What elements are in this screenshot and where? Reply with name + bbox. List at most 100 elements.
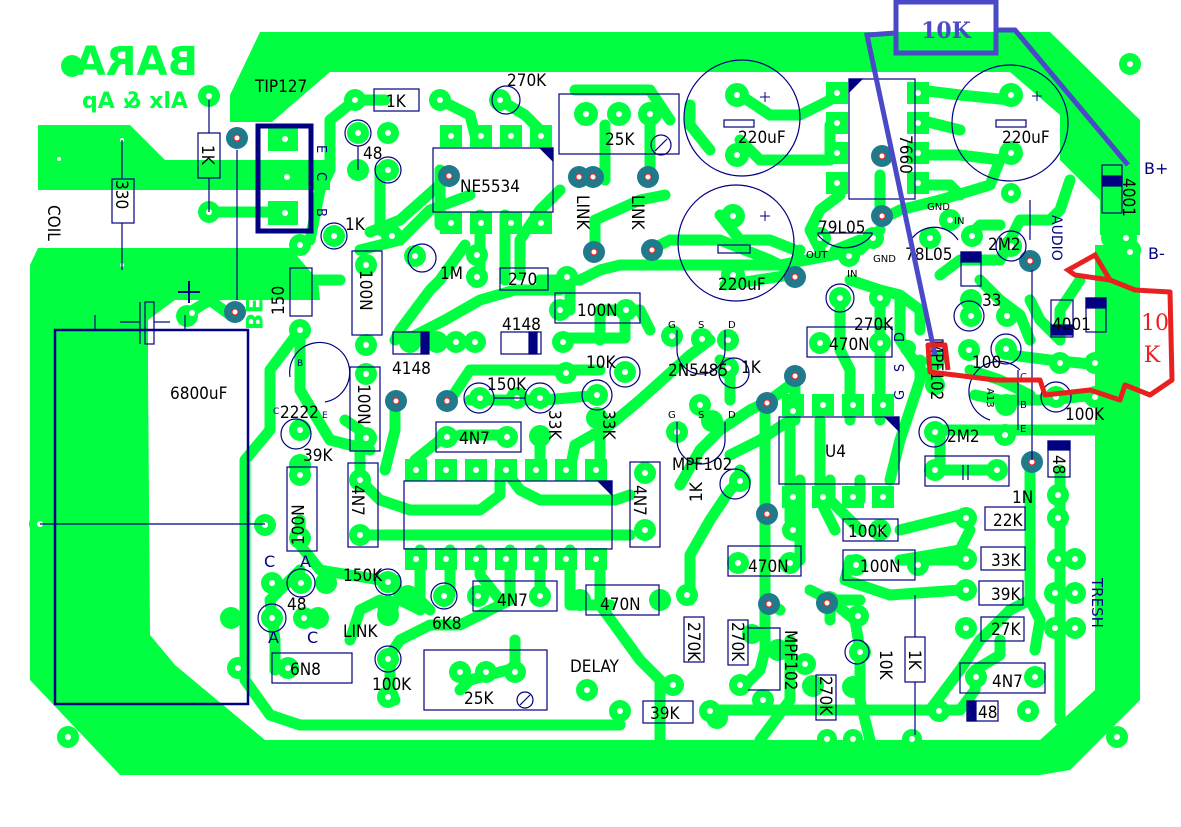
label-cap6800uf: 6800uF bbox=[170, 384, 227, 404]
label-tip127: TIP127 bbox=[254, 77, 307, 97]
label-fet-d: D bbox=[893, 332, 908, 342]
label-c4n7-a: 4N7 bbox=[459, 429, 490, 449]
label-qa13-b: B bbox=[1020, 400, 1027, 411]
label-c100n-d: 100N bbox=[289, 504, 309, 545]
label-r150k-b: 150K bbox=[343, 566, 383, 586]
label-led-a2: A bbox=[268, 628, 279, 647]
label-79l05-out: OUT bbox=[806, 250, 828, 261]
label-link-c: LINK bbox=[343, 622, 378, 642]
label-q2222: 2222 bbox=[280, 403, 319, 423]
silkscreen bbox=[40, 59, 1123, 735]
label-diode4001-b: 4001 bbox=[1052, 315, 1091, 335]
label-tip-c: C bbox=[313, 172, 328, 181]
label-c4n7-f: 4N7 bbox=[992, 672, 1023, 692]
vias bbox=[224, 127, 1043, 615]
label-r100k-c: 100K bbox=[372, 675, 412, 695]
label-r39k-a: 39K bbox=[303, 446, 333, 466]
label-tresh: TRESH bbox=[1088, 577, 1106, 628]
label-r150: 150 bbox=[269, 286, 289, 315]
label-q2222-b: B bbox=[297, 359, 303, 369]
label-r39k-b: 39K bbox=[991, 585, 1021, 605]
label-qa13-e: E bbox=[1020, 424, 1026, 435]
label-tip-e: E bbox=[313, 145, 328, 153]
label-qa13: A13 bbox=[984, 388, 995, 408]
label-78l05-gnd: GND bbox=[927, 202, 950, 213]
label-diode4001-a: 4001 bbox=[1118, 178, 1138, 217]
label-r1k-f: 1K bbox=[904, 650, 924, 671]
label-jfet2-d: D bbox=[728, 410, 736, 421]
label-r33: 33 bbox=[982, 291, 1001, 311]
component-labels: TIP127 1K 330 1K 48 1K 270K NE5534 25K L… bbox=[111, 71, 1138, 724]
label-jfet1-g: G bbox=[668, 320, 676, 331]
label-c470n-a: 470N bbox=[829, 335, 870, 355]
red-10-label: 10 bbox=[1141, 311, 1169, 336]
tip127-outline bbox=[255, 123, 314, 234]
traces bbox=[179, 84, 1106, 746]
label-r1k-e: 1K bbox=[687, 481, 707, 502]
cap-6800uf-outline bbox=[53, 328, 250, 706]
label-c100n-b: 100N bbox=[577, 301, 618, 321]
top-ground-band bbox=[230, 32, 1140, 235]
label-r10k-b: 10K bbox=[875, 650, 895, 680]
label-r270: 270 bbox=[508, 270, 537, 290]
label-b-plus: B+ bbox=[1144, 159, 1168, 178]
label-audio: AUDIO bbox=[1048, 215, 1064, 261]
label-cap220uf-b: 220uF bbox=[718, 275, 766, 295]
label-b-minus: B- bbox=[1148, 244, 1165, 263]
main-ground-plane bbox=[30, 245, 1140, 775]
label-r1m: 1M bbox=[440, 264, 463, 284]
label-r1k-b: 1K bbox=[386, 92, 407, 112]
label-pot25k-b: 25K bbox=[464, 689, 494, 709]
label-jfet1-s: S bbox=[698, 320, 704, 331]
label-r150k-a: 150K bbox=[487, 375, 527, 395]
label-r270k-d: 270K bbox=[727, 622, 747, 662]
label-r270k-e: 270K bbox=[815, 676, 835, 716]
label-c1n: 1N bbox=[1012, 488, 1033, 508]
label-ic7660: 7660 bbox=[895, 135, 915, 174]
label-r22k: 22K bbox=[993, 511, 1023, 531]
label-mpf102-a: MPF102 bbox=[672, 455, 732, 475]
label-pot25k-a: 25K bbox=[605, 130, 635, 150]
label-r1k-d: 1K bbox=[741, 358, 762, 378]
label-tip-b: B bbox=[313, 208, 328, 217]
blue-lead-right bbox=[996, 27, 1130, 167]
label-c48-a: 48 bbox=[363, 144, 382, 164]
label-jfet2-g: G bbox=[668, 410, 676, 421]
label-q2222-c: C bbox=[273, 407, 279, 417]
ne5534-outline bbox=[432, 147, 554, 213]
label-r39k-c: 39K bbox=[650, 704, 680, 724]
label-led-a1: A bbox=[300, 552, 311, 571]
title-line1: BARA bbox=[75, 39, 198, 85]
label-r6k8: 6K8 bbox=[432, 614, 461, 634]
label-delay: DELAY bbox=[570, 657, 619, 677]
beas-label: BEAS bbox=[240, 265, 265, 330]
label-r270k-c: 270K bbox=[683, 622, 703, 662]
side-labels: COIL AUDIO TRESH DELAY B+ B- bbox=[43, 91, 1168, 677]
ic-7660-outline bbox=[848, 78, 916, 200]
label-c100n-e: 100N bbox=[860, 557, 901, 577]
label-c48-b: 48 bbox=[1048, 455, 1068, 474]
label-c100n-a: 100N bbox=[355, 270, 375, 311]
label-coil: COIL bbox=[43, 205, 63, 241]
label-mpf102-c: MPF102 bbox=[780, 630, 800, 690]
blue-10k-label: 10K bbox=[921, 18, 972, 44]
red-k-label: K bbox=[1144, 343, 1161, 368]
label-r1k-a: 1K bbox=[197, 145, 217, 166]
label-diode4148-a: 4148 bbox=[392, 359, 431, 379]
label-fet-s: S bbox=[893, 364, 908, 372]
label-ne5534: NE5534 bbox=[460, 177, 520, 197]
label-r270k-a: 270K bbox=[507, 71, 547, 91]
label-led-c1: C bbox=[264, 552, 275, 571]
label-r33k-b: 33K bbox=[598, 410, 618, 440]
label-c470n-b: 470N bbox=[748, 557, 789, 577]
title-line2: Alx & Ap bbox=[82, 89, 188, 114]
red-annotation: 10 K bbox=[925, 251, 1175, 403]
blue-lead-left bbox=[863, 30, 938, 356]
label-r10k-a: 10K bbox=[586, 353, 616, 373]
label-r330: 330 bbox=[111, 180, 131, 209]
label-c100n-c: 100N bbox=[353, 384, 373, 425]
label-c4n7-b: 4N7 bbox=[347, 485, 367, 516]
label-r33k-c: 33K bbox=[991, 551, 1021, 571]
label-c470n-c: 470N bbox=[600, 595, 641, 615]
label-79l05: 79L05 bbox=[818, 218, 865, 238]
